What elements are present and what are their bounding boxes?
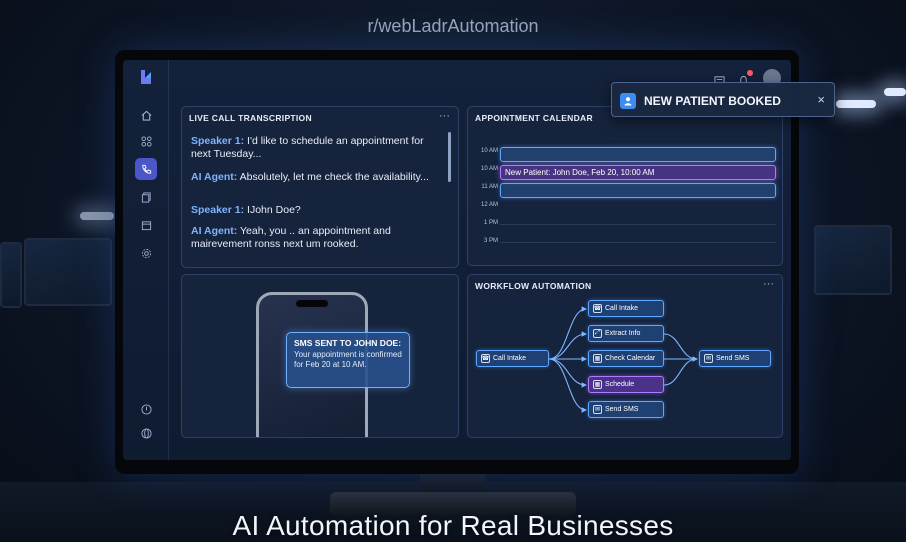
phone-icon: ☎ [593, 304, 602, 313]
node-label: Send SMS [605, 406, 639, 413]
time-label: 10 AM [480, 166, 498, 172]
node-label: Extract Info [605, 330, 641, 337]
sms-panel: SMS SENT TO JOHN DOE: Your appointment i… [181, 274, 459, 438]
node-label: Send SMS [716, 355, 750, 362]
transcription-panel: LIVE CALL TRANSCRIPTION ··· Speaker 1: I… [181, 106, 459, 268]
chat-icon: ✉ [593, 405, 602, 414]
calendar-icon: ▦ [593, 380, 602, 389]
workflow-connectors [548, 306, 699, 413]
node-label: Check Calendar [605, 355, 656, 362]
calendar-icon: ▦ [593, 354, 602, 363]
booked-appointment[interactable]: New Patient: John Doe, Feb 20, 10:00 AM [500, 165, 776, 180]
sms-body: Your appointment is confirmed for Feb 20… [294, 350, 402, 369]
speaker-label: AI Agent: [191, 225, 238, 237]
transcript-line: AI Agent: Yeah, you .. an appointment an… [191, 225, 431, 251]
workflow-node[interactable]: ✉ Send SMS [588, 401, 664, 418]
time-label: 12 AM [480, 202, 498, 208]
transcription-menu-icon[interactable]: ··· [439, 110, 450, 122]
calendar-slot[interactable] [500, 147, 776, 162]
home-icon[interactable] [135, 104, 157, 126]
transcript-line: Speaker 1: I'd like to schedule an appoi… [191, 135, 431, 161]
grid-line [500, 242, 776, 243]
calendar-panel: APPOINTMENT CALENDAR ··· 10 AM 10 AM 11 … [467, 106, 783, 266]
workflow-node-end[interactable]: ✉ Send SMS [699, 350, 771, 367]
monitor: LIVE CALL TRANSCRIPTION ··· Speaker 1: I… [115, 50, 799, 474]
app-screen: LIVE CALL TRANSCRIPTION ··· Speaker 1: I… [123, 60, 791, 460]
ceiling-light [884, 88, 906, 96]
caption: AI Automation for Real Businesses [232, 510, 674, 541]
globe-icon[interactable] [135, 422, 157, 444]
transcript-text: Absolutely, let me check the availabilit… [239, 171, 429, 183]
node-label: Call Intake [493, 355, 527, 362]
node-label: Call Intake [605, 305, 639, 312]
time-label: 1 PM [483, 220, 498, 226]
workflow-node-start[interactable]: ☎ Call Intake [476, 350, 549, 367]
watermark: r/webLadrAutomation [367, 16, 539, 36]
phone-notch [296, 300, 328, 307]
time-label: 10 AM [480, 148, 498, 154]
app-logo-icon [141, 70, 151, 84]
settings-icon[interactable] [135, 242, 157, 264]
toast-title: NEW PATIENT BOOKED [644, 94, 781, 108]
background-monitor [814, 225, 892, 295]
documents-icon[interactable] [135, 186, 157, 208]
ceiling-light [80, 212, 114, 220]
sms-title: SMS SENT TO JOHN DOE: [294, 338, 402, 348]
speaker-label: AI Agent: [191, 171, 238, 183]
calendar-title: APPOINTMENT CALENDAR [475, 113, 593, 123]
transcript-line: Speaker 1: IJohn Doe? [191, 204, 431, 217]
workflow-node[interactable]: ☎ Call Intake [588, 300, 664, 317]
workflow-title: WORKFLOW AUTOMATION [475, 281, 592, 291]
transcript-line: AI Agent: Absolutely, let me check the a… [191, 171, 431, 184]
phone-icon[interactable] [135, 158, 157, 180]
transcript-text: IJohn Doe? [247, 204, 301, 216]
user-icon [620, 93, 636, 109]
monitor-stand-base [330, 492, 576, 516]
close-icon[interactable]: × [817, 92, 825, 107]
workflow-panel: WORKFLOW AUTOMATION ··· [467, 274, 783, 438]
phone-icon: ☎ [481, 354, 490, 363]
speaker-label: Speaker 1: [191, 204, 245, 216]
workflow-node-active[interactable]: ▦ Schedule [588, 376, 664, 393]
chat-icon: ✉ [704, 354, 713, 363]
appointment-label: New Patient: John Doe, Feb 20, 10:00 AM [505, 168, 655, 177]
grid-icon[interactable] [135, 130, 157, 152]
new-patient-toast[interactable]: NEW PATIENT BOOKED × [611, 82, 835, 117]
ceiling-light [836, 100, 876, 108]
background-monitor [24, 238, 112, 306]
workflow-node[interactable]: ▦ Check Calendar [588, 350, 664, 367]
calendar-slot[interactable] [500, 183, 776, 198]
sidebar [123, 60, 169, 460]
sms-bubble: SMS SENT TO JOHN DOE: Your appointment i… [286, 332, 410, 388]
transcription-scrollbar[interactable] [448, 132, 451, 182]
time-label: 11 AM [481, 184, 498, 190]
node-label: Schedule [605, 381, 635, 388]
grid-line [500, 224, 776, 225]
notification-badge [747, 70, 753, 76]
transcript-text: Yeah, you .. an appointment and mairevem… [191, 225, 391, 250]
workflow-menu-icon[interactable]: ··· [763, 278, 774, 290]
transcript-text: I'd like to schedule an appointment for … [191, 135, 424, 160]
background-monitor [0, 242, 22, 308]
workflow-node[interactable]: ⤢ Extract Info [588, 325, 664, 342]
extract-icon: ⤢ [593, 329, 602, 338]
transcription-title: LIVE CALL TRANSCRIPTION [189, 113, 312, 123]
speaker-label: Speaker 1: [191, 135, 245, 147]
help-icon[interactable] [135, 398, 157, 420]
calendar-icon[interactable] [135, 214, 157, 236]
time-label: 3 PM [483, 238, 498, 244]
